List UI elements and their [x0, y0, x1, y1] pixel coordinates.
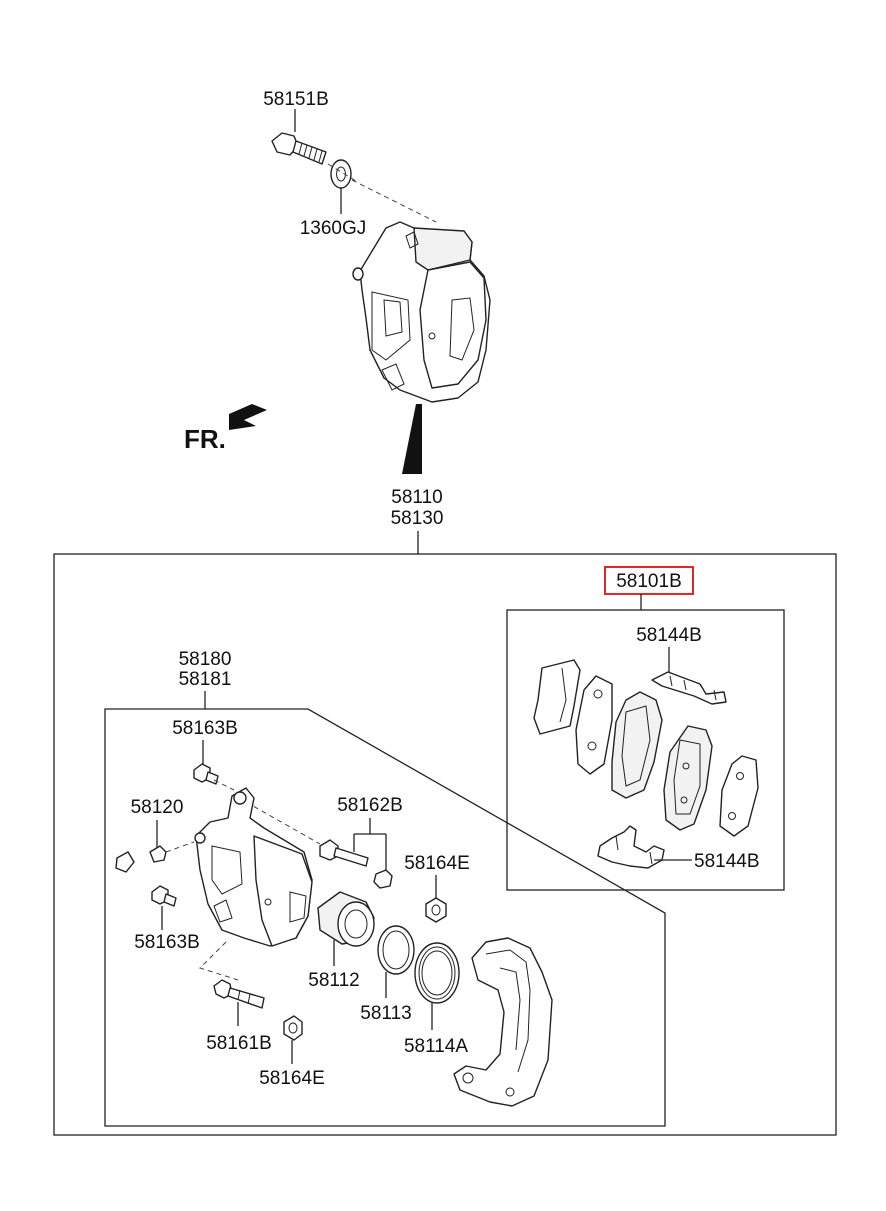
part-label-58113[interactable]: 58113: [360, 1003, 411, 1024]
part-label-58112[interactable]: 58112: [308, 970, 359, 991]
caliper-assembly[interactable]: [352, 221, 491, 403]
part-label-58164E-right[interactable]: 58164E: [404, 853, 470, 874]
pad-clip-top[interactable]: [651, 671, 727, 705]
dust-cap[interactable]: [115, 851, 135, 873]
part-label-58163B-bottom[interactable]: 58163B: [134, 932, 200, 953]
part-label-58101B[interactable]: 58101B: [616, 571, 682, 592]
caliper-body-frame: [104, 708, 666, 1127]
guide-pin-kit[interactable]: [319, 839, 369, 867]
assembly-pointer-arrow: [402, 404, 422, 474]
part-label-58151B[interactable]: 58151B: [263, 89, 329, 110]
part-label-58161B[interactable]: 58161B: [206, 1033, 272, 1054]
part-label-58114A[interactable]: 58114A: [404, 1036, 468, 1057]
part-label-58110[interactable]: 58110: [391, 487, 442, 508]
brake-pad-outer[interactable]: [663, 725, 713, 831]
brake-pad-inner[interactable]: [611, 691, 663, 799]
guide-boot-right[interactable]: [425, 897, 447, 923]
pad-clip-bottom[interactable]: [597, 825, 665, 869]
guide-pin-boot-small[interactable]: [373, 869, 393, 889]
assembly-dashline-top: [327, 163, 437, 223]
part-label-58180[interactable]: 58180: [179, 649, 232, 670]
dashline-guide-pin: [199, 941, 239, 981]
washer-1360GJ[interactable]: [330, 159, 352, 189]
part-label-58163B-top[interactable]: 58163B: [172, 718, 238, 739]
fr-direction-marker: FR.: [184, 404, 267, 454]
direction-label: FR.: [184, 424, 226, 454]
assembly-frame: [53, 553, 837, 1136]
part-label-58164E-bottom[interactable]: 58164E: [259, 1068, 325, 1089]
guide-pin[interactable]: [213, 979, 265, 1009]
pad-kit-highlight-box: [604, 566, 694, 595]
part-label-58144B-bottom[interactable]: 58144B: [694, 851, 760, 872]
part-label-58144B-top[interactable]: 58144B: [636, 625, 702, 646]
part-label-1360GJ[interactable]: 1360GJ: [300, 218, 367, 239]
piston-seal[interactable]: [377, 925, 415, 975]
piston[interactable]: [317, 891, 375, 947]
pad-backing-plate[interactable]: [575, 675, 613, 775]
guide-boot-bottom[interactable]: [283, 1015, 303, 1041]
caliper-body[interactable]: [194, 787, 313, 947]
part-label-58162B[interactable]: 58162B: [337, 795, 403, 816]
bleeder-screw-top[interactable]: [193, 763, 219, 785]
pad-shim-rear[interactable]: [719, 755, 759, 837]
leader-guide-pin-kit: [353, 818, 387, 872]
pad-shim-outer[interactable]: [533, 659, 581, 735]
piston-boot[interactable]: [414, 942, 460, 1004]
bleeder-screw-bottom[interactable]: [151, 885, 177, 907]
part-label-58181[interactable]: 58181: [179, 669, 232, 690]
bleeder-screw-cap[interactable]: [149, 845, 167, 863]
bolt-58151B[interactable]: [271, 132, 327, 165]
dashline-bleeder: [165, 779, 321, 853]
part-label-58120[interactable]: 58120: [131, 797, 184, 818]
part-label-58130[interactable]: 58130: [391, 508, 444, 529]
caliper-carrier-bracket[interactable]: [453, 937, 553, 1107]
pad-kit-frame: [506, 609, 785, 891]
